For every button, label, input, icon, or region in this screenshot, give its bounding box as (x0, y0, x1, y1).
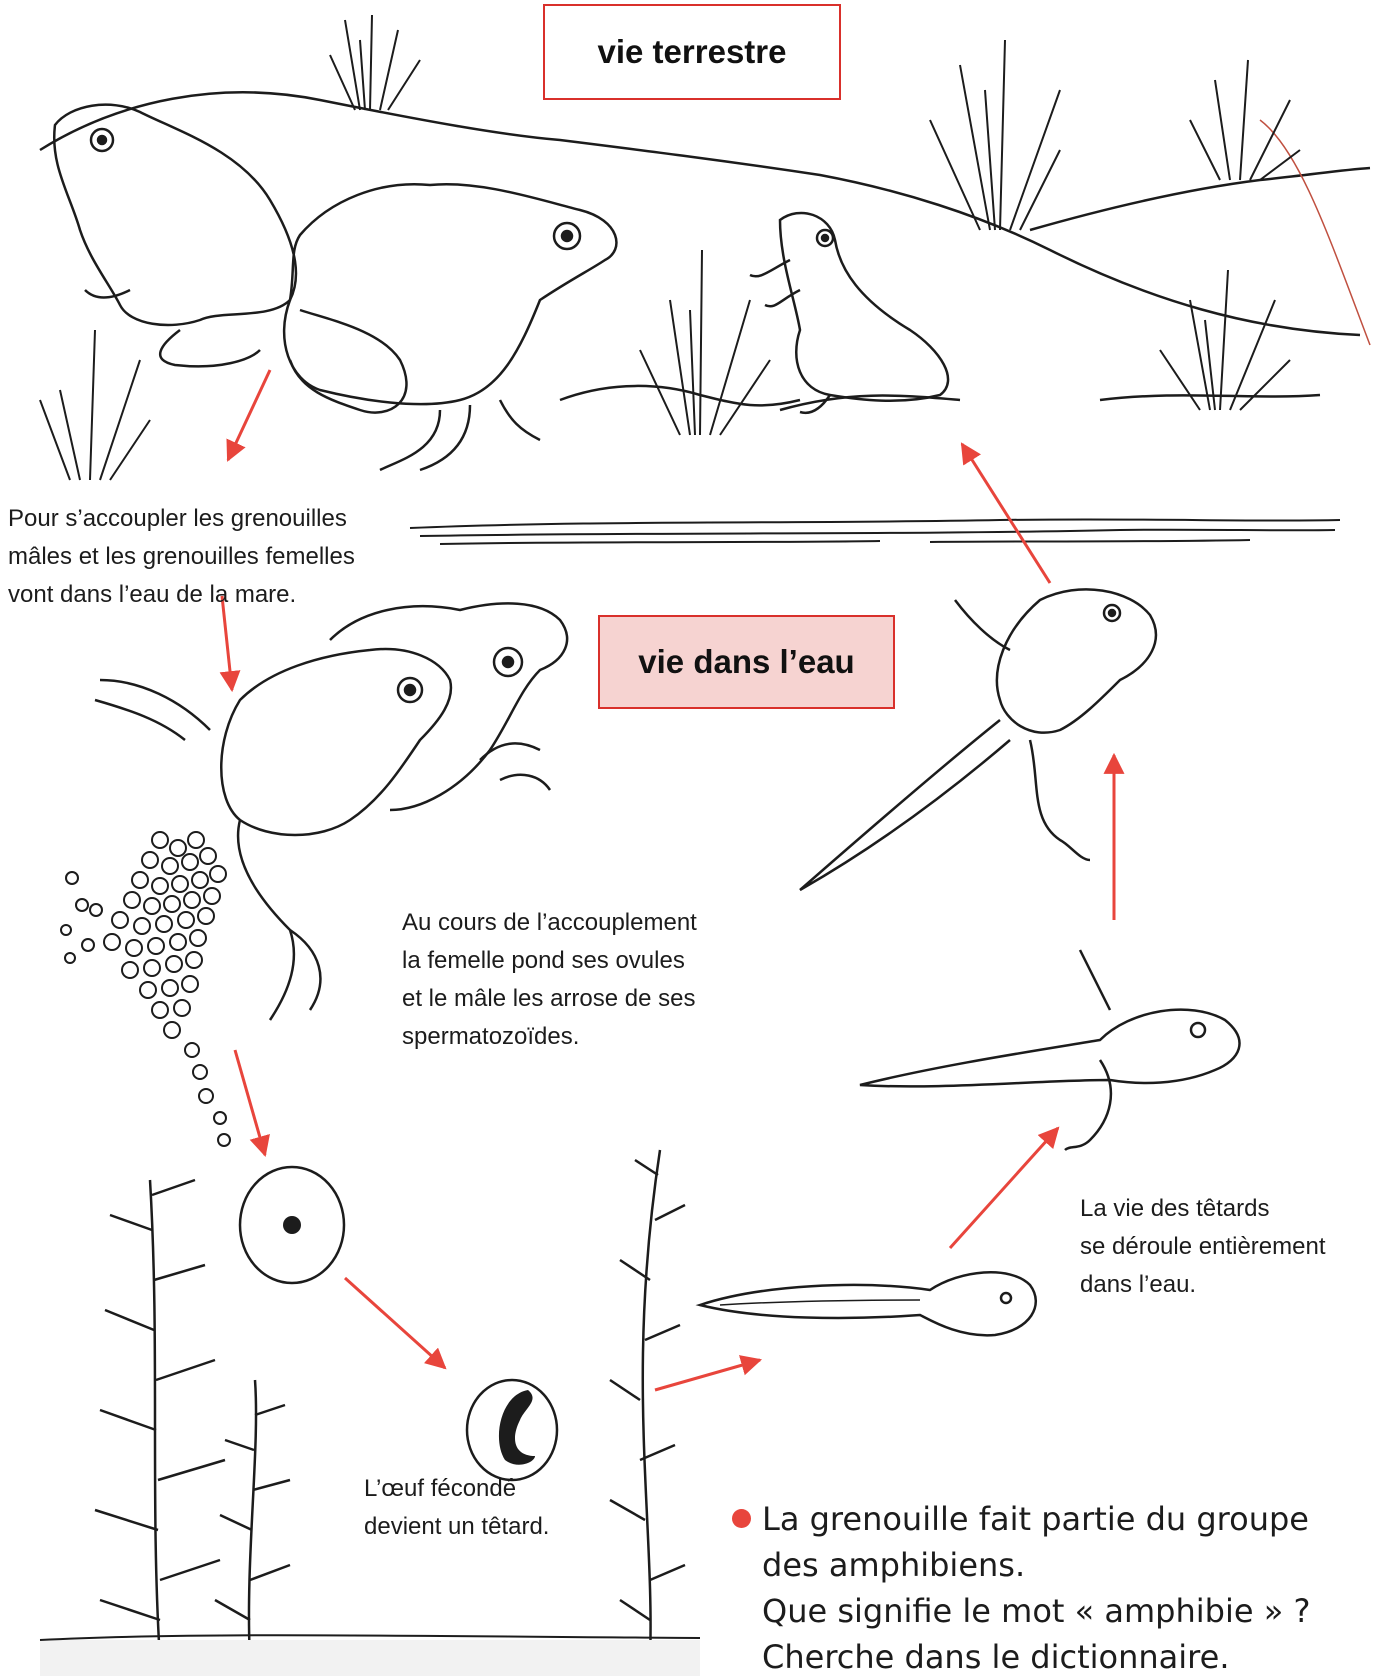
caption-line: et le mâle les arrose de ses (402, 980, 697, 1018)
caption-line: la femelle pond ses ovules (402, 942, 697, 980)
fertilized-egg-caption: L’œuf fécondé devient un têtard. (364, 1470, 549, 1546)
caption-line: L’œuf fécondé (364, 1470, 549, 1508)
pond-bottom (40, 1635, 700, 1676)
water-surface (410, 519, 1340, 544)
water-plants (95, 1150, 685, 1660)
mating-caption: Pour s’accoupler les grenouilles mâles e… (8, 500, 355, 614)
question-line: Que signifie le mot « amphibie » ? (762, 1588, 1310, 1634)
tadpole-young (700, 1272, 1036, 1335)
caption-line: dans l’eau. (1080, 1266, 1325, 1304)
tadpole-with-legs (860, 950, 1239, 1150)
caption-line: se déroule entièrement (1080, 1228, 1325, 1266)
embryo-egg (467, 1380, 557, 1480)
caption-line: spermatozoïdes. (402, 1018, 697, 1056)
tadpole-life-caption: La vie des têtards se déroule entièremen… (1080, 1190, 1325, 1304)
question-line: Cherche dans le dictionnaire. (762, 1634, 1310, 1680)
adult-frogs-land (54, 105, 948, 470)
caption-line: devient un têtard. (364, 1508, 549, 1546)
caption-line: La vie des têtards (1080, 1190, 1325, 1228)
frog-spawn (61, 832, 230, 1146)
caption-line: Pour s’accoupler les grenouilles (8, 500, 355, 538)
caption-line: mâles et les grenouilles femelles (8, 538, 355, 576)
caption-line: Au cours de l’accouplement (402, 904, 697, 942)
fertilization-caption: Au cours de l’accouplement la femelle po… (402, 904, 697, 1056)
land-terrain (40, 92, 1370, 410)
question-line: La grenouille fait partie du groupe (762, 1496, 1310, 1542)
land-life-label: vie terrestre (543, 4, 841, 100)
caption-line: vont dans l’eau de la mare. (8, 576, 355, 614)
bullet-icon (732, 1509, 751, 1528)
water-life-label: vie dans l’eau (598, 615, 895, 709)
question-block: La grenouille fait partie du groupe des … (762, 1496, 1310, 1680)
fertilized-egg (240, 1167, 344, 1283)
question-line: des amphibiens. (762, 1542, 1310, 1588)
